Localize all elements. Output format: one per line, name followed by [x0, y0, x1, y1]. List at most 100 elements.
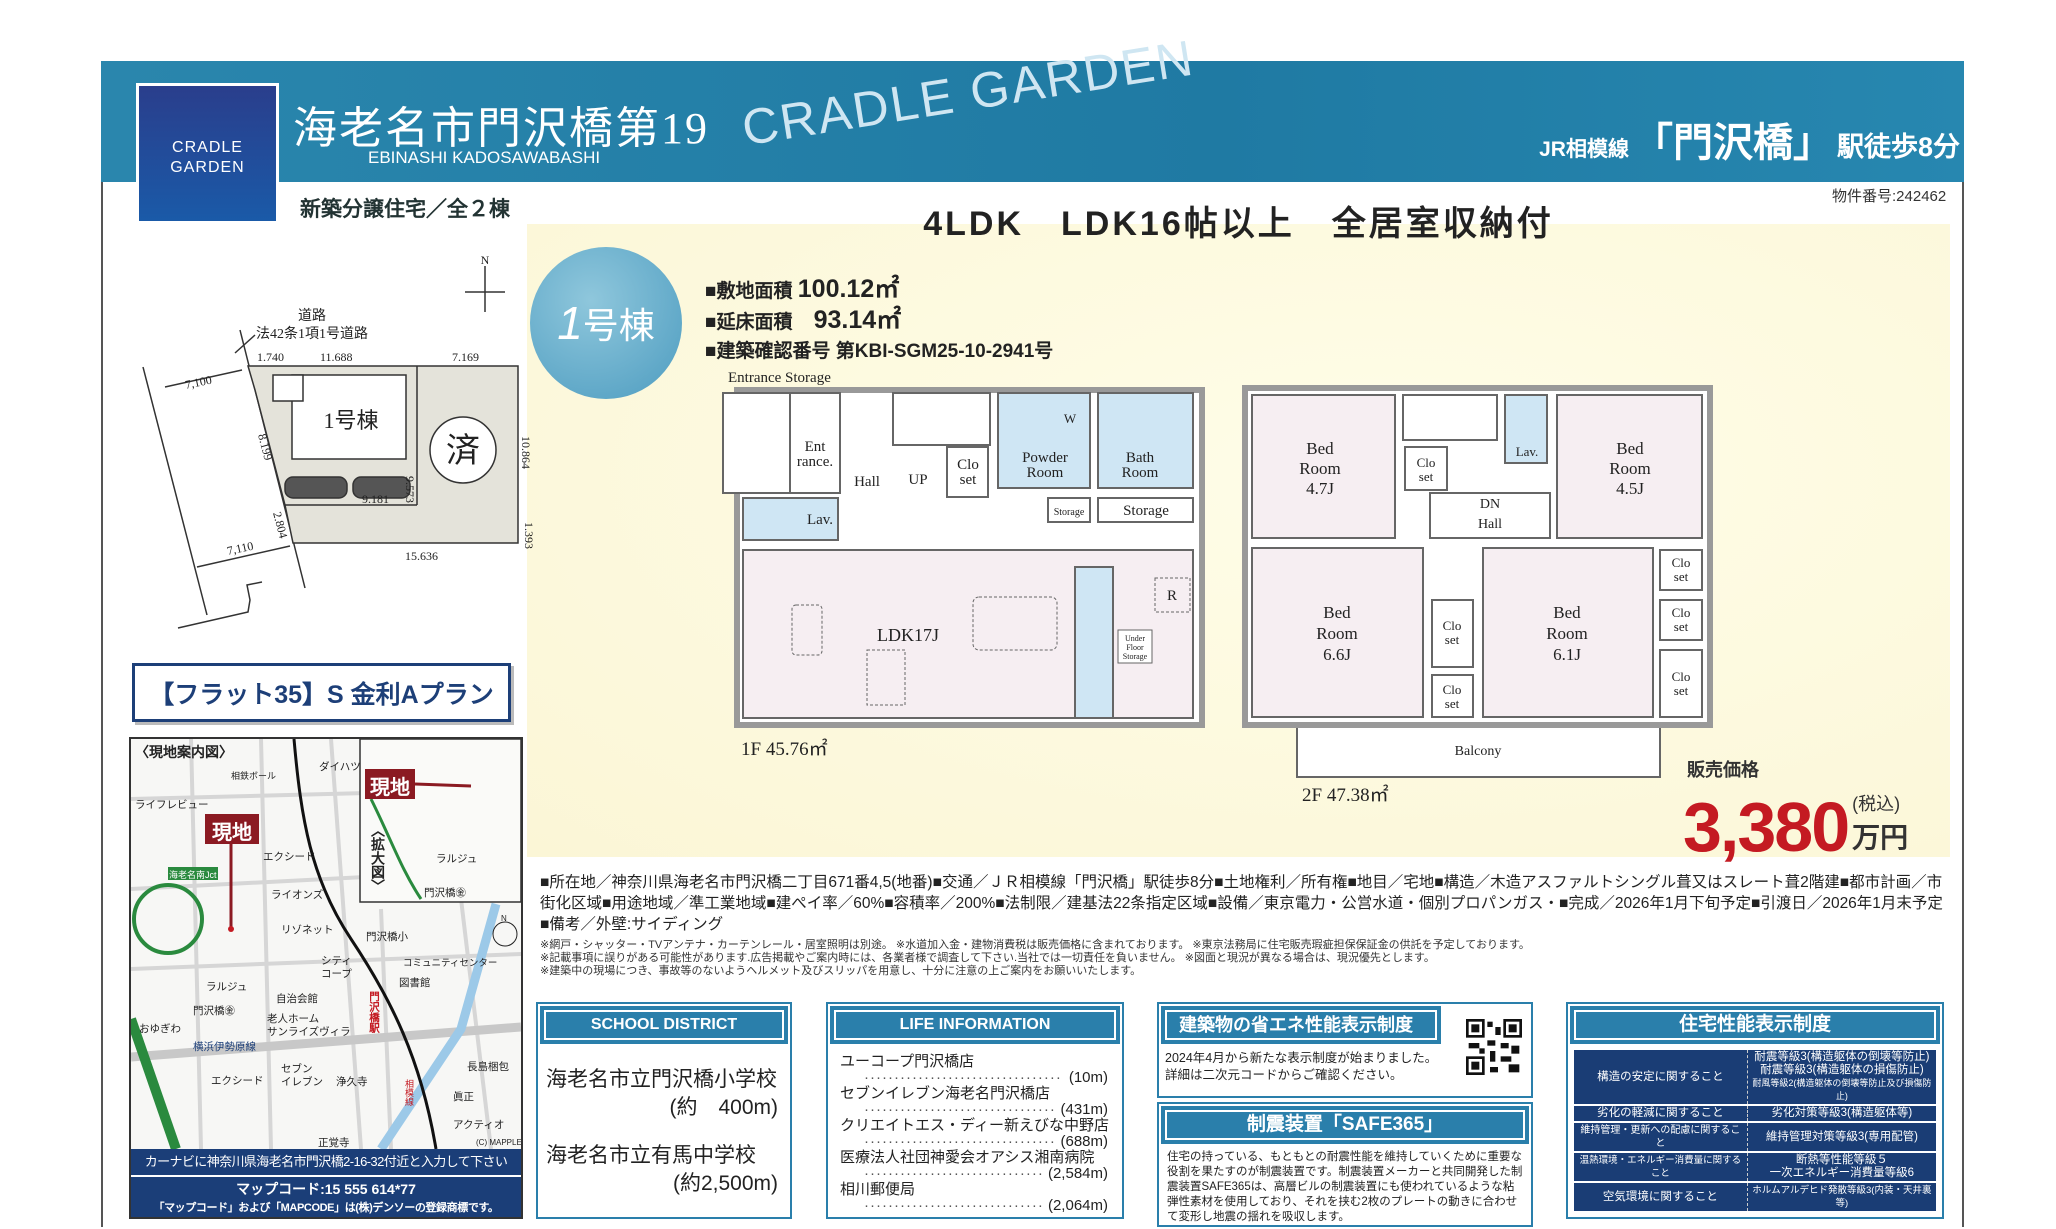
floor-area-label: ■延床面積: [705, 312, 793, 333]
room-closet: [1659, 649, 1703, 718]
building-label: 1号棟: [323, 408, 378, 433]
property-details: ■所在地／神奈川県海老名市門沢橋二丁目671番4,5(地番)■交通／ＪＲ相模線「…: [540, 874, 1943, 933]
dimension: 9.573: [403, 476, 417, 503]
map-label: おゆぎわ: [139, 1023, 181, 1035]
performance-item: 劣化の軽減に関すること: [1574, 1106, 1748, 1121]
tv-table: [791, 604, 823, 656]
site-area-label: ■敷地面積: [705, 281, 793, 302]
qr-code-icon[interactable]: [1463, 1016, 1525, 1078]
room-bed-c: [1251, 547, 1424, 718]
label-entrance: rance.: [797, 454, 833, 470]
dimension: 1.393: [522, 522, 536, 549]
label-lav: Lav.: [1516, 444, 1539, 459]
station-name: 「門沢橋」: [1632, 121, 1833, 165]
label-closet: Clo: [1672, 669, 1691, 684]
label-bedroom: Room: [1546, 624, 1588, 643]
sold-circle: [429, 416, 497, 484]
performance-item: 温熱環境・エネルギー消費量に関すること: [1574, 1153, 1748, 1181]
dimension: 11.688: [320, 350, 353, 364]
map-label: コミュニティセンター: [403, 958, 498, 969]
price-unit: 万円: [1852, 822, 1909, 853]
performance-grade: ホルムアルデヒド発散等級3(内装・天井裏等): [1747, 1183, 1936, 1211]
price-tax: (税込): [1852, 794, 1901, 814]
property-number: 物件番号:242462: [1832, 188, 1947, 205]
kitchen-counter: [1074, 566, 1114, 719]
floor-plan-2f: [1242, 385, 1713, 778]
room-bath: [1097, 392, 1194, 489]
map-label: セブン: [281, 1063, 313, 1075]
room-closet: [946, 446, 989, 498]
map-label: アクティオ: [453, 1119, 505, 1131]
disclaimer-notes: ※網戸・シャッター・TVアンテナ・カーテンレール・居室照明は別途。 ※水道加入金…: [540, 939, 1950, 978]
room-closet: [1404, 446, 1448, 491]
floor-plan-2f-labels: Bed Room 4.7J Bed Room 4.5J Bed Room 6.6…: [1299, 439, 1690, 806]
railway: [292, 739, 438, 1149]
facility-distance: (688m): [1060, 1133, 1108, 1150]
property-title: 海老名市門沢橋第19: [293, 104, 709, 153]
room-bed-a: [1251, 394, 1396, 539]
road-label: 道路: [298, 308, 326, 324]
label-closet: set: [1419, 469, 1434, 484]
cradle-garden-logo: CRADLE GARDEN: [136, 83, 279, 224]
badge-label: 号棟: [582, 305, 655, 346]
label-bedroom-size: 4.5J: [1616, 479, 1644, 498]
label-bedroom: Bed: [1553, 603, 1581, 622]
logo-line: GARDEN: [170, 159, 245, 176]
road-type: 法42条1項1号道路: [256, 325, 368, 342]
dimension: 9.181: [362, 492, 389, 506]
inset-map: [359, 739, 521, 903]
map-site-label: 現地: [212, 822, 252, 844]
headline: 4LDK LDK16帖以上 全居室収納付: [923, 205, 1554, 243]
school-distance: (約2,500m): [672, 1172, 778, 1195]
fridge-space: [1154, 577, 1191, 613]
road-edge: [142, 366, 208, 616]
river: [377, 902, 501, 1149]
leader-dots: ··································: [864, 1134, 1055, 1150]
room-storage: [1097, 497, 1194, 523]
price-label: 販売価格: [1687, 760, 1759, 780]
room-storage-small: [1047, 497, 1091, 523]
sold-mark: 済: [446, 432, 480, 470]
map-label: ラルジュ: [206, 981, 248, 993]
dining-table: [972, 596, 1058, 651]
room-closet: [1659, 599, 1703, 641]
map-label: 門沢橋㊎: [424, 887, 466, 899]
facility-distance: (10m): [1068, 1069, 1108, 1086]
label-closet: Clo: [1443, 682, 1462, 697]
facility-name: クリエイトエス・ディー新えびな中野店: [840, 1117, 1109, 1134]
porch: [272, 374, 304, 402]
school-district-box: SCHOOL DISTRICT 海老名市立門沢橋小学校 (約 400m) 海老名…: [536, 1002, 792, 1219]
site-marker: [205, 814, 259, 844]
balcony: [1296, 724, 1661, 778]
facility-distance: (2,064m): [1047, 1197, 1108, 1214]
station-line: JR相模線: [1539, 138, 1629, 161]
dimension: 2.804: [270, 510, 291, 540]
label-bedroom: Room: [1609, 459, 1651, 478]
logo-line: CRADLE: [172, 139, 243, 156]
map-label: ライオンズ: [271, 889, 324, 901]
performance-table: 構造の安定に関すること耐震等級3(構造躯体の倒壊等防止)耐震等級3(構造躯体の損…: [1574, 1048, 1936, 1213]
property-title-en: EBINASHI KADOSAWABASHI: [368, 148, 601, 167]
label-balcony: Balcony: [1455, 744, 1502, 759]
map-label: ライフレビュー: [135, 799, 209, 811]
car-navi-note: カーナビに神奈川県海老名市門沢橋2-16-32付近と入力して下さい: [131, 1149, 521, 1175]
label-closet: Clo: [957, 457, 979, 473]
eco-text: 詳細は二次元コードからご確認ください。: [1165, 1068, 1403, 1082]
map-label: 眞正: [453, 1091, 474, 1103]
grade-line: 一次エネルギー消費量等級6: [1769, 1167, 1915, 1179]
performance-item: 維持管理・更新への配慮に関すること: [1574, 1123, 1748, 1151]
site-plan-labels: N 道路 法42条1項1号道路 1号棟 済 1.740 11.688 7.169…: [184, 253, 536, 563]
room-entrance: [789, 392, 841, 494]
room-closet: [1431, 674, 1474, 718]
map-copyright: (C) MAPPLE: [476, 1138, 522, 1147]
grade-line: 耐震等級3(構造躯体の損傷防止): [1760, 1064, 1924, 1076]
map-graphic: [131, 739, 521, 1149]
dimension: 8.199: [255, 432, 276, 462]
map-site-label-inset: 現地: [370, 777, 410, 799]
energy-label-box: 建築物の省エネ性能表示制度 2024年4月から新たな表示制度が始まりました。詳細…: [1157, 1002, 1533, 1098]
grade-line: 耐風等級2(構造躯体の倒壊等防止及び損傷防止): [1752, 1078, 1932, 1101]
header-band: [101, 61, 1964, 182]
map-label: 図書館: [399, 977, 431, 989]
school-distance: (約 400m): [669, 1096, 778, 1119]
